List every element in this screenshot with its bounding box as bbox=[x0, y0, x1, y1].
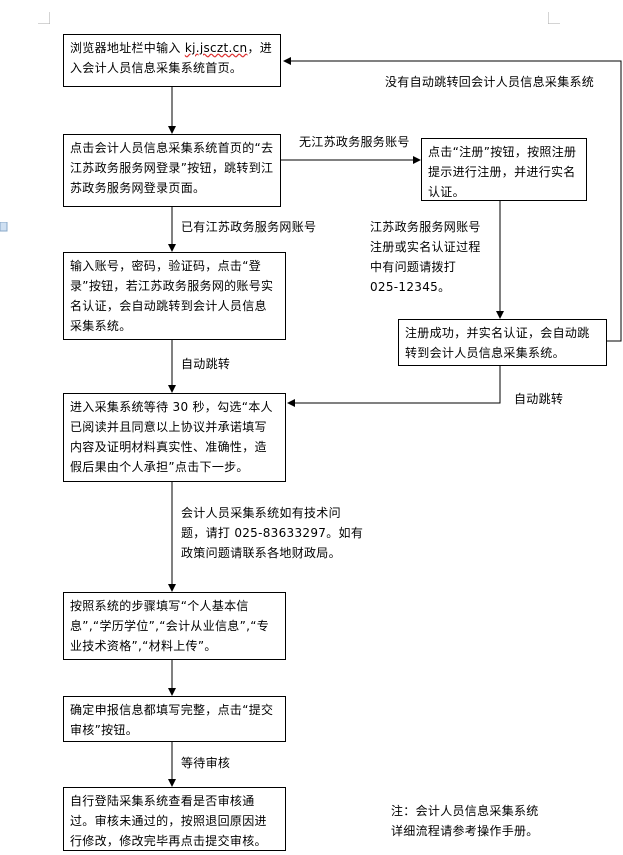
label-no-auto-redirect: 没有自动跳转回会计人员信息采集系统 bbox=[385, 75, 595, 89]
label-register-helpline: 江苏政务服务网账号 注册或实名认证过程 中有问题请拨打 025-12345。 bbox=[370, 220, 481, 294]
label-tech-support: 会计人员采集系统如有技术问 题，请打 025-83633297。如有 政策问题请… bbox=[181, 506, 364, 560]
step-enter-url-box: 浏览器地址栏中输入 kj.jsczt.cn，进入会计人员信息采集系统首页。 bbox=[63, 34, 281, 87]
step-submit-review-text: 确定申报信息都填写完整，点击“提交审核”按钮。 bbox=[70, 703, 274, 737]
step-register-success-text: 注册成功，并实名认证，会自动跳转到会计人员信息采集系统。 bbox=[405, 326, 590, 360]
step-check-review-text: 自行登陆采集系统查看是否审核通过。审核未通过的，按照退回原因进行修改，修改完毕再… bbox=[70, 794, 267, 848]
arrow-r2-b4 bbox=[287, 366, 501, 407]
step-agree-terms-text: 进入采集系统等待 30 秒，勾选“本人已阅读并且同意以上协议并承诺填写内容及证明… bbox=[70, 400, 273, 474]
step-register-success-box: 注册成功，并实名认证，会自动跳转到会计人员信息采集系统。 bbox=[398, 319, 607, 366]
step-agree-terms-box: 进入采集系统等待 30 秒，勾选“本人已阅读并且同意以上协议并承诺填写内容及证明… bbox=[63, 393, 286, 482]
step-register-box: 点击“注册”按钮，按照注册提示进行注册，并进行实名认证。 bbox=[421, 138, 587, 201]
label-auto-jump-left: 自动跳转 bbox=[181, 357, 231, 371]
step-input-account-text: 输入账号，密码，验证码，点击“登录”按钮，若江苏政务服务网的账号实名认证，会自动… bbox=[70, 259, 274, 333]
step-register-text: 点击“注册”按钮，按照注册提示进行注册，并进行实名认证。 bbox=[428, 145, 577, 199]
step-click-login-text: 点击会计人员信息采集系统首页的“去江苏政务服务网登录”按钮，跳转到江苏政务服务网… bbox=[70, 141, 274, 195]
step-submit-review-box: 确定申报信息都填写完整，点击“提交审核”按钮。 bbox=[63, 696, 286, 742]
site-url-text: kj.jsczt.cn bbox=[184, 41, 248, 55]
step-enter-url-prefix: 浏览器地址栏中输入 bbox=[70, 41, 185, 55]
step-fill-info-box: 按照系统的步骤填写“个人基本信息”,“学历学位”,“会计从业信息”,“专业技术资… bbox=[63, 592, 286, 660]
arrow-r2-b1 bbox=[283, 57, 622, 342]
step-enter-url-suffix: ，进入会计人员信息采集系统首页。 bbox=[70, 41, 273, 75]
document-margin-icon bbox=[0, 222, 8, 232]
step-fill-info-text: 按照系统的步骤填写“个人基本信息”,“学历学位”,“会计从业信息”,“专业技术资… bbox=[70, 599, 270, 653]
label-has-account: 已有江苏政务服务网账号 bbox=[181, 220, 317, 234]
label-wait-review: 等待审核 bbox=[181, 756, 231, 770]
step-input-account-box: 输入账号，密码，验证码，点击“登录”按钮，若江苏政务服务网的账号实名认证，会自动… bbox=[63, 252, 286, 340]
step-check-review-box: 自行登陆采集系统查看是否审核通过。审核未通过的，按照退回原因进行修改，修改完毕再… bbox=[63, 787, 286, 851]
step-click-login-box: 点击会计人员信息采集系统首页的“去江苏政务服务网登录”按钮，跳转到江苏政务服务网… bbox=[63, 134, 281, 207]
note-manual-reference: 注：会计人员信息采集系统 详细流程请参考操作手册。 bbox=[391, 804, 539, 838]
label-auto-jump-right: 自动跳转 bbox=[514, 392, 564, 406]
label-no-account: 无江苏政务服务账号 bbox=[299, 135, 410, 149]
